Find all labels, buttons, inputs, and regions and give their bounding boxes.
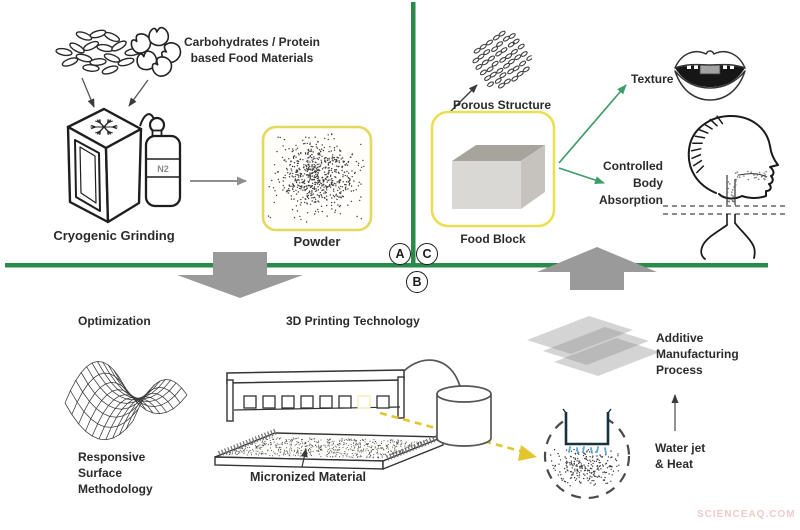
texture-arrow <box>558 84 627 164</box>
layer-stack-icon <box>527 316 660 376</box>
texture-label: Texture <box>631 72 674 86</box>
powder-label: Powder <box>293 234 341 249</box>
watermark: SCIENCEAQ.COM <box>697 509 796 520</box>
micronized-label: Micronized Material <box>250 470 366 484</box>
rice-grains-icon <box>55 29 142 75</box>
food-block-label: Food Block <box>460 232 526 246</box>
optimization-label: Optimization <box>78 314 151 328</box>
micronized-pointer-arrow <box>300 448 308 468</box>
down-flow-arrow-icon <box>177 252 303 298</box>
printing-label: 3D Printing Technology <box>286 314 420 328</box>
n2-tank-icon <box>139 113 182 208</box>
material-arrow <box>81 77 95 108</box>
marker-a: A <box>389 243 411 265</box>
materials-label-line1: Carbohydrates / Protein <box>183 35 321 49</box>
materials-label-line2: based Food Materials <box>190 51 314 65</box>
food-block-icon <box>452 145 545 209</box>
marker-b: B <box>406 271 428 293</box>
spray-nozzle-icon <box>543 408 631 500</box>
beans-icon <box>130 26 182 77</box>
porous-structure-icon <box>472 30 532 89</box>
n2-tank-label: N2 <box>157 164 169 174</box>
powder-container-icon <box>436 385 492 447</box>
absorption-arrow <box>558 167 605 184</box>
printer-bed-icon <box>214 369 447 471</box>
grinder-label: Cryogenic Grinding <box>53 228 175 243</box>
material-arrow <box>128 79 149 107</box>
vertical-divider-line <box>411 2 416 266</box>
waterjet-label: Water jet & Heat <box>655 441 706 471</box>
snowflake-icon <box>90 119 118 135</box>
horizontal-divider-line <box>5 263 768 268</box>
powder-dots-icon <box>267 133 365 223</box>
up-flow-arrow-icon <box>537 247 657 290</box>
absorption-label: Controlled Body Absorption <box>599 159 663 207</box>
materials-label: Carbohydrates / Protein based Food Mater… <box>183 34 321 66</box>
saddle-mesh-icon <box>64 361 188 441</box>
head-swallow-icon <box>663 115 787 260</box>
additive-label: Additive Manufacturing Process <box>656 331 739 377</box>
mouth-icon <box>674 50 746 101</box>
responsive-label: Responsive Surface Methodology <box>78 450 153 496</box>
porous-label: Porous Structure <box>452 98 551 112</box>
transfer-arrowhead <box>518 445 537 461</box>
feed-tube <box>403 359 462 391</box>
marker-c: C <box>416 243 438 265</box>
